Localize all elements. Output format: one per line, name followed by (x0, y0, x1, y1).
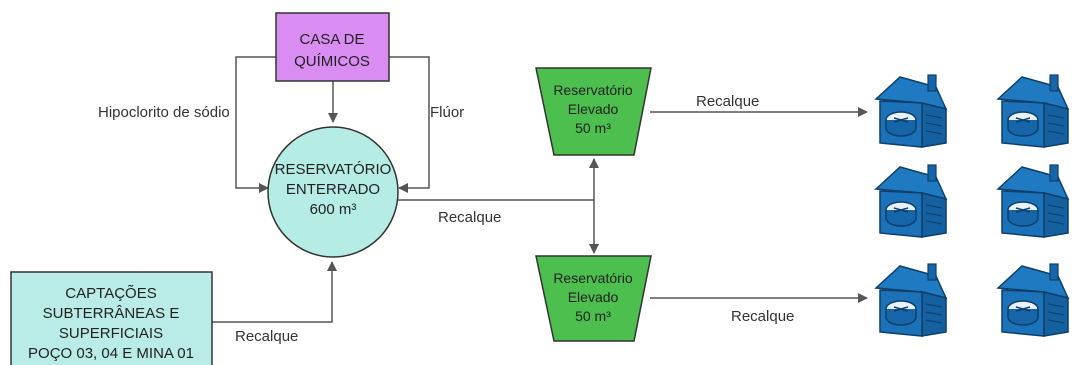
edge-hipoclorito (235, 56, 276, 193)
elevado1-line3: 50 m³ (575, 120, 611, 136)
elevado1-line2: Elevado (568, 101, 619, 117)
elevado2-line2: Elevado (568, 289, 619, 305)
captacoes-line2: SUBTERRÂNEAS E (43, 305, 180, 322)
reservatorio-line2: ENTERRADO (286, 181, 380, 198)
label-recalque-top: Recalque (696, 93, 759, 110)
house-icon (997, 263, 1069, 337)
reservatorio-enterrado-node: RESERVATÓRIO ENTERRADO 600 m³ (267, 126, 399, 258)
house-icon (997, 164, 1069, 238)
label-hipoclorito: Hipoclorito de sódio (98, 104, 230, 121)
label-fluor: Flúor (430, 104, 464, 121)
elevado2-line1: Reservatório (553, 270, 633, 286)
casa-de-quimicos-node: CASA DE QUÍMICOS (275, 12, 390, 82)
elevado1-line1: Reservatório (553, 82, 633, 98)
label-recalque-main: Recalque (438, 209, 501, 226)
reservatorio-line1: RESERVATÓRIO (275, 161, 392, 178)
elevado2-line3: 50 m³ (575, 308, 611, 324)
house-icon (997, 74, 1069, 148)
label-recalque-bottom: Recalque (731, 308, 794, 325)
casa-line2: QUÍMICOS (294, 53, 370, 70)
reservatorio-line3: 600 m³ (310, 201, 357, 218)
captacoes-line4: POÇO 03, 04 E MINA 01 (28, 345, 194, 362)
captacoes-node: CAPTAÇÕES SUBTERRÂNEAS E SUPERFICIAIS PO… (10, 271, 213, 365)
casa-line1: CASA DE (299, 31, 364, 48)
house-icon (875, 74, 947, 148)
label-recalque-captacao: Recalque (235, 328, 298, 345)
edge-recalque-captacao (212, 261, 337, 323)
reservatorio-elevado-2-node: Reservatório Elevado 50 m³ (535, 255, 652, 342)
edge-fluor (389, 56, 430, 193)
reservatorio-elevado-1-node: Reservatório Elevado 50 m³ (535, 67, 652, 156)
house-icon (875, 164, 947, 238)
captacoes-line3: SUPERFICIAIS (59, 325, 163, 342)
captacoes-line1: CAPTAÇÕES (65, 285, 156, 302)
house-icon (875, 263, 947, 337)
